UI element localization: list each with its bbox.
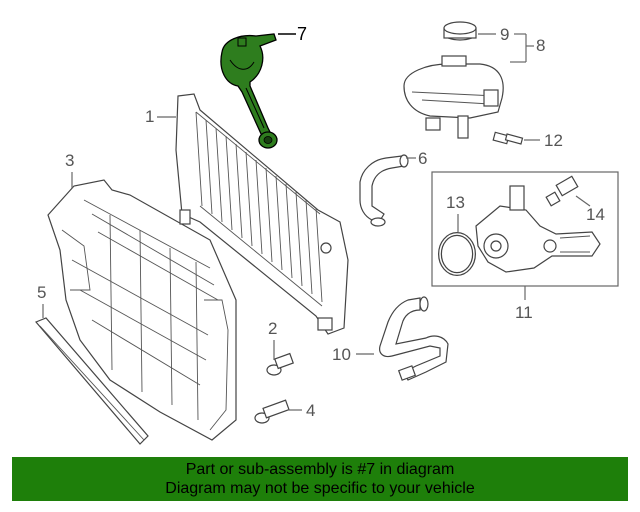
callout-9: 9 bbox=[478, 25, 509, 44]
exploded-parts-diagram: 3 5 1 7 bbox=[35, 21, 619, 445]
banner-line-1: Part or sub-assembly is #7 in diagram bbox=[185, 461, 455, 478]
bolt-part-4[interactable] bbox=[254, 399, 290, 424]
svg-text:11: 11 bbox=[515, 303, 533, 322]
hose-part-6[interactable] bbox=[359, 154, 409, 227]
reservoir-cap-part[interactable] bbox=[443, 21, 477, 41]
callout-10: 10 bbox=[332, 345, 374, 364]
svg-text:9: 9 bbox=[500, 25, 509, 44]
svg-text:13: 13 bbox=[446, 193, 465, 212]
callout-4: 4 bbox=[288, 401, 315, 420]
svg-text:3: 3 bbox=[65, 151, 74, 170]
callout-3: 3 bbox=[65, 151, 74, 188]
svg-text:2: 2 bbox=[268, 319, 277, 338]
svg-text:5: 5 bbox=[37, 283, 46, 302]
thermostat-assembly-box[interactable] bbox=[431, 171, 619, 287]
svg-text:12: 12 bbox=[544, 131, 563, 150]
svg-text:1: 1 bbox=[145, 107, 154, 126]
callout-14: 14 bbox=[575, 195, 605, 224]
svg-text:8: 8 bbox=[536, 36, 545, 55]
callout-13: 13 bbox=[446, 193, 465, 232]
bolt-part-12[interactable] bbox=[492, 131, 524, 145]
svg-text:4: 4 bbox=[306, 401, 315, 420]
hose-part-10[interactable] bbox=[379, 296, 449, 381]
svg-text:14: 14 bbox=[586, 205, 605, 224]
seal-strip-part[interactable] bbox=[35, 317, 149, 445]
coolant-hose-part-7[interactable] bbox=[220, 33, 278, 149]
svg-text:7: 7 bbox=[297, 24, 307, 44]
svg-text:10: 10 bbox=[332, 345, 351, 364]
temperature-sensor-part-14[interactable] bbox=[545, 175, 579, 207]
svg-text:6: 6 bbox=[418, 149, 427, 168]
part-info-banner: Part or sub-assembly is #7 in diagram Di… bbox=[12, 457, 628, 501]
callout-12: 12 bbox=[524, 131, 563, 150]
thermostat-housing-part[interactable] bbox=[475, 185, 601, 273]
coolant-reservoir-part[interactable] bbox=[403, 55, 504, 139]
stud-part-2[interactable] bbox=[266, 352, 294, 376]
callout-6: 6 bbox=[406, 149, 427, 168]
callout-8: 8 bbox=[510, 33, 545, 63]
gasket-part-13[interactable] bbox=[438, 232, 476, 276]
callout-1: 1 bbox=[145, 107, 176, 126]
fan-shroud-part[interactable] bbox=[47, 179, 237, 441]
radiator-part[interactable] bbox=[175, 93, 349, 335]
callout-2: 2 bbox=[268, 319, 277, 360]
callout-11: 11 bbox=[515, 286, 533, 322]
callout-5: 5 bbox=[37, 283, 46, 318]
banner-line-2: Diagram may not be specific to your vehi… bbox=[165, 480, 475, 497]
callout-7: 7 bbox=[278, 24, 307, 44]
